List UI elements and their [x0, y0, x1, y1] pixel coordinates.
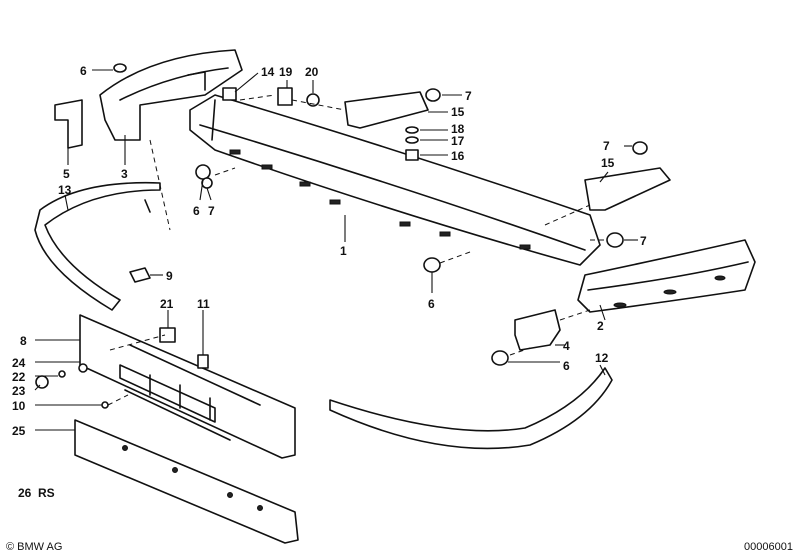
screw-6-top — [113, 63, 127, 73]
callout-21: 21 — [160, 297, 174, 311]
callout-26-rs: 26 RS — [18, 486, 55, 500]
callout-15-top: 15 — [451, 105, 465, 119]
front-trim-strip-part — [34, 181, 161, 311]
washer-18 — [405, 126, 419, 134]
bumper-bar-part — [189, 94, 601, 266]
plug-23 — [35, 375, 49, 389]
small-bracket-part — [54, 99, 83, 149]
callout-12: 12 — [595, 351, 609, 365]
callout-7-right-top: 7 — [603, 139, 610, 153]
copyright-label: © BMW AG — [6, 541, 63, 553]
callout-13: 13 — [58, 183, 72, 197]
alignment-lines — [107, 94, 608, 406]
document-number: 00006001 — [744, 541, 793, 553]
nut-7-top — [425, 88, 441, 102]
bracket-15-right — [584, 167, 671, 211]
callout-19: 19 — [279, 65, 293, 79]
callout-7-top: 7 — [465, 89, 472, 103]
callout-1: 1 — [340, 244, 347, 258]
bracket-19 — [277, 87, 293, 106]
callout-16: 16 — [451, 149, 465, 163]
callout-20: 20 — [305, 65, 319, 79]
bolt-16 — [405, 149, 419, 161]
grille-panel-part — [79, 314, 296, 459]
callout-6-low: 6 — [563, 359, 570, 373]
callout-6-left: 6 — [193, 204, 200, 218]
callout-23: 23 — [12, 384, 26, 398]
screw-10 — [101, 401, 109, 409]
callout-11: 11 — [197, 297, 210, 311]
nut-14 — [222, 87, 237, 101]
callout-7-left: 7 — [208, 204, 215, 218]
leader-lines — [34, 69, 638, 431]
callout-9: 9 — [166, 269, 173, 283]
callout-5: 5 — [63, 167, 70, 181]
bolt-21 — [159, 327, 176, 343]
callout-6-mid: 6 — [428, 297, 435, 311]
bracket-15-top — [344, 91, 429, 129]
screw-6-low — [491, 350, 509, 366]
callout-15-right: 15 — [601, 156, 615, 170]
callout-7-right: 7 — [640, 234, 647, 248]
bracket-4 — [514, 309, 561, 351]
callout-6-top: 6 — [80, 64, 87, 78]
callout-labels: 1 2 3 4 5 6 6 6 6 7 7 7 7 8 9 10 11 12 1… — [12, 64, 647, 500]
callout-24: 24 — [12, 356, 26, 370]
callout-22: 22 — [12, 370, 26, 384]
nut-7-right — [606, 232, 624, 248]
callout-18: 18 — [451, 122, 465, 136]
lower-support-part — [74, 419, 299, 544]
callout-4: 4 — [563, 339, 570, 353]
callout-14: 14 — [261, 65, 275, 79]
callout-8: 8 — [20, 334, 27, 348]
fasteners-group — [35, 63, 671, 409]
callout-2: 2 — [597, 319, 604, 333]
left-end-cap-part — [99, 49, 243, 141]
nut-24 — [78, 363, 88, 373]
right-end-section-part — [577, 239, 756, 313]
callout-10: 10 — [12, 399, 26, 413]
screw-22 — [58, 370, 66, 378]
nut-7-right-top — [632, 141, 648, 155]
screw-6-left — [195, 164, 211, 180]
callout-25: 25 — [12, 424, 26, 438]
washer-17 — [405, 136, 419, 144]
callout-17: 17 — [451, 134, 465, 148]
screw-6-mid — [423, 257, 441, 273]
callout-3: 3 — [121, 167, 128, 181]
clip-11 — [197, 354, 209, 369]
nut-7-left — [201, 177, 213, 189]
rear-trim-strip-part — [329, 367, 613, 450]
clip-9 — [129, 267, 151, 283]
